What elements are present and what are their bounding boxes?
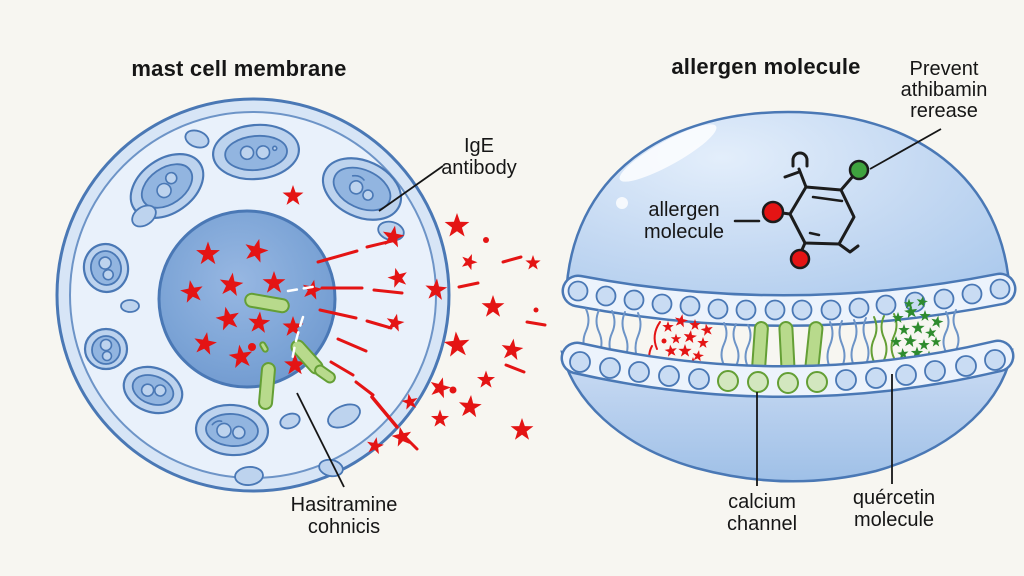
organelle bbox=[194, 403, 270, 457]
left-title-text: mast cell membrane bbox=[131, 56, 347, 81]
quercetin-molecule-label: quércetin molecule bbox=[852, 487, 936, 531]
organelles bbox=[82, 123, 403, 457]
mast-cell bbox=[55, 97, 547, 493]
organelle bbox=[82, 242, 130, 294]
phospholipid-heads-outer bbox=[567, 278, 1011, 321]
secretion-path-dashes bbox=[286, 284, 320, 364]
calcium-channel-pore bbox=[717, 370, 739, 392]
vesicle-ovals bbox=[120, 129, 405, 486]
histamine-label: Hasitramine cohnicis bbox=[290, 494, 398, 538]
calcium-channel-pore bbox=[777, 372, 799, 394]
histamine-stars-released bbox=[365, 213, 541, 455]
calcium-channel-pore bbox=[806, 371, 828, 393]
calcium-channel-pore bbox=[747, 371, 769, 393]
allergen-atom-red bbox=[761, 200, 785, 224]
organelle bbox=[321, 157, 403, 221]
right-title: allergen molecule bbox=[671, 55, 860, 79]
histamine-leader-line bbox=[296, 392, 345, 488]
allergen-molecule-label: allergen molecule bbox=[643, 199, 725, 243]
ige-label: IgE antibody bbox=[441, 135, 517, 179]
ige-leader-line bbox=[378, 165, 444, 212]
organelle bbox=[83, 327, 129, 371]
histamine-stars-nucleus bbox=[178, 185, 324, 375]
dome-highlight bbox=[619, 124, 717, 182]
prevent-label: Prevent athibamin rerease bbox=[900, 58, 988, 122]
organelle bbox=[122, 365, 184, 415]
membrane-inner-leaflet bbox=[560, 339, 1015, 398]
allergen-molecule-structure bbox=[733, 151, 870, 270]
organelle bbox=[211, 123, 301, 181]
calcium-channel-label: calcium channel bbox=[726, 491, 798, 535]
lipid-tails bbox=[582, 308, 960, 369]
histamine-granule-rods bbox=[244, 292, 336, 410]
right-title-text: allergen molecule bbox=[671, 54, 861, 79]
membrane-closeup bbox=[560, 110, 1017, 486]
prevent-leader-line bbox=[869, 128, 942, 170]
organelle bbox=[129, 153, 205, 219]
membrane-outer-leaflet bbox=[561, 272, 1017, 328]
carbonyl-glyph bbox=[791, 151, 809, 168]
dome-highlight-dot bbox=[616, 197, 628, 209]
quercetin-atom-green bbox=[848, 159, 870, 181]
allergen-atom-red bbox=[789, 248, 811, 270]
calcium-channel-rods bbox=[751, 321, 824, 377]
left-title: mast cell membrane bbox=[131, 57, 346, 81]
phospholipid-heads-inner bbox=[569, 349, 1006, 394]
